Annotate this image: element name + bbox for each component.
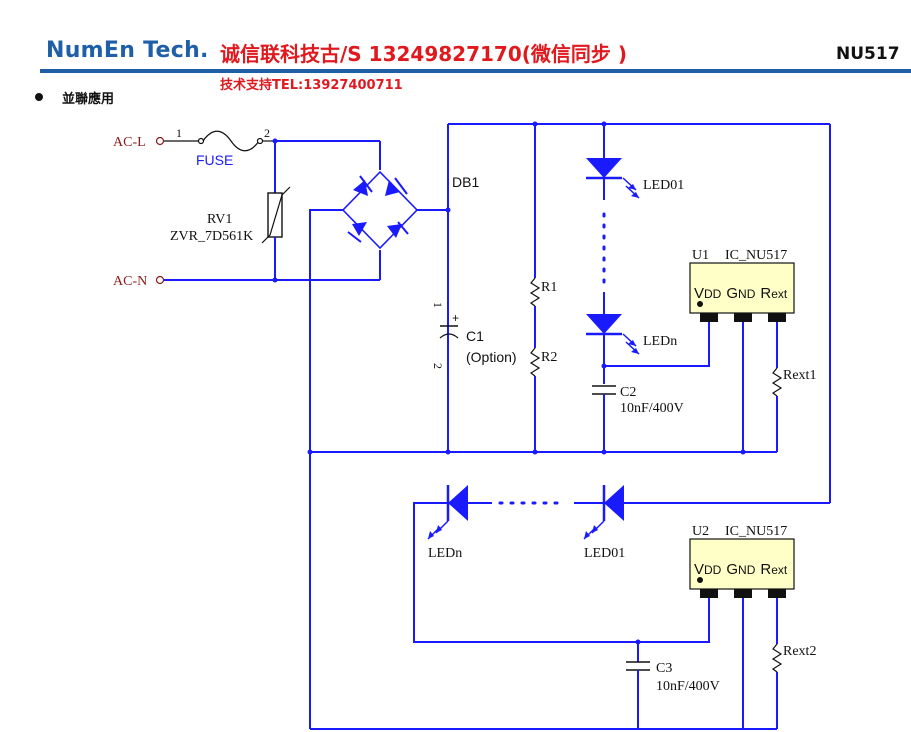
c1-option: (Option) [466,349,517,365]
support-phone: 技术支持TEL:13927400711 [220,78,403,93]
capacitor-c1: + 1 2 C1 (Option) [431,302,517,369]
acn-label: AC-N [113,274,147,289]
fuse-symbol: FUSE [196,130,275,168]
fuse-pin2: 2 [264,126,270,140]
rv1-label: RV1 [207,212,232,227]
bridge-rectifier-db1: DB1 [341,170,479,250]
acl-label: AC-L [113,135,146,150]
c3-label: C3 [656,661,672,676]
fuse-pin1: 1 [176,126,182,140]
ac-input: AC-L AC-N 1 2 [113,126,380,289]
contact-line: 诚信联科技古/S 13249827170(微信同步 ) [220,42,627,66]
rv1-part: ZVR_7D561K [170,229,253,244]
led01-top-label: LED01 [643,178,684,193]
r2-label: R2 [541,350,557,365]
rext2-label: Rext2 [783,644,816,659]
c1-plus: + [452,311,459,325]
c1-label: C1 [466,328,484,344]
c1-pin1: 1 [431,302,445,308]
db1-label: DB1 [452,174,479,190]
model-number: NU517 [836,44,900,64]
resistors-r1-r2: R1 R2 [529,124,557,452]
c2-value: 10nF/400V [620,401,684,416]
bullet-icon [35,93,43,101]
ledn-bottom-label: LEDn [428,546,462,561]
varistor-rv1: RV1 ZVR_7D561K [170,138,291,283]
u2-label: U2 [692,524,709,539]
c2-label: C2 [620,385,636,400]
rext1-label: Rext1 [783,368,816,383]
led-string-top: LED01 LEDn [586,124,710,384]
r1-label: R1 [541,280,557,295]
led01-bottom-label: LED01 [584,546,625,561]
c3-value: 10nF/400V [656,679,720,694]
c1-pin2: 2 [431,363,445,369]
capacitor-c3: C3 10nF/400V [626,642,720,729]
u1-label: U1 [692,248,709,263]
ledn-top-label: LEDn [643,334,677,349]
u1-ic-label: IC_NU517 [725,248,787,263]
capacitor-c2: C2 10nF/400V [592,385,684,452]
fuse-label: FUSE [196,152,233,168]
led-string-bottom: LED01 LEDn [413,485,830,645]
brand-logo-text: NumEn Tech. [46,38,209,63]
u2-ic-label: IC_NU517 [725,524,787,539]
header-rule [40,69,911,73]
section-title: 並聯應用 [62,92,115,107]
